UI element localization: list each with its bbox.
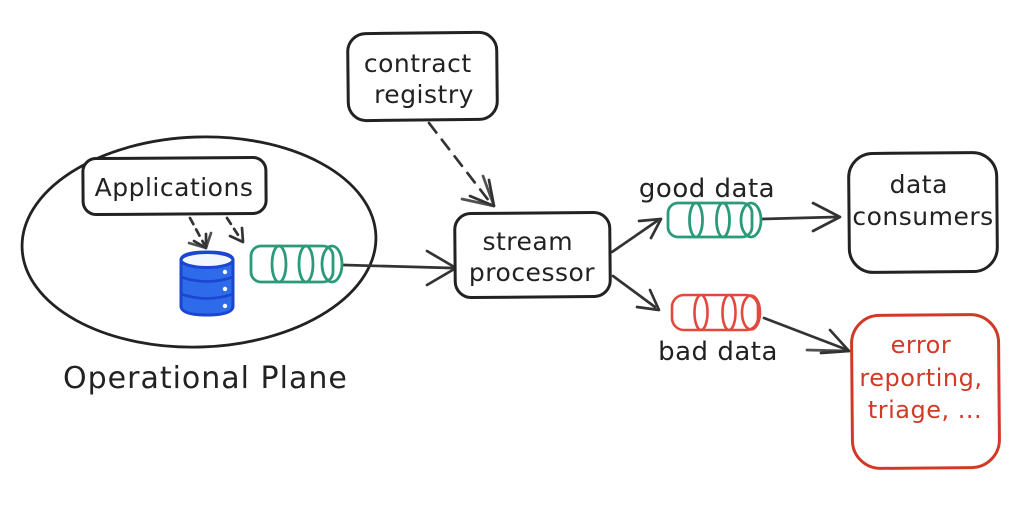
applications-label: Applications [95,173,254,202]
arrow-applications-to-database [187,216,213,250]
bad-data-label: bad data [658,337,778,367]
contract-registry-label: contract registry [364,49,480,109]
stream-processor-node: stream processor [453,210,612,300]
data-consumers-label: data consumers [852,170,993,231]
good-data-topic-pipe-icon [666,201,763,239]
operational-plane-label: Operational Plane [63,361,348,396]
error-reporting-node: error reporting, triage, ... [850,313,1001,470]
arrow-bad-topic-to-error [762,316,851,355]
arrow-processor-to-bad-topic [611,274,661,312]
error-reporting-label: error reporting, triage, ... [859,331,990,424]
arrow-good-topic-to-consumers [760,201,842,233]
bad-data-topic-pipe-icon [670,293,762,332]
operational-topic-pipe-icon [249,244,344,284]
arrow-applications-to-topic [225,216,245,244]
arrow-processor-to-good-topic [610,217,663,254]
stream-processor-label: stream processor [469,227,595,287]
applications-node: Applications [81,155,268,217]
arrow-registry-to-processor [427,121,496,208]
contract-registry-node: contract registry [346,30,499,123]
operational-plane-ellipse [20,135,378,349]
database-cylinder-icon [179,250,235,317]
data-consumers-node: data consumers [847,151,999,274]
good-data-label: good data [639,174,775,204]
